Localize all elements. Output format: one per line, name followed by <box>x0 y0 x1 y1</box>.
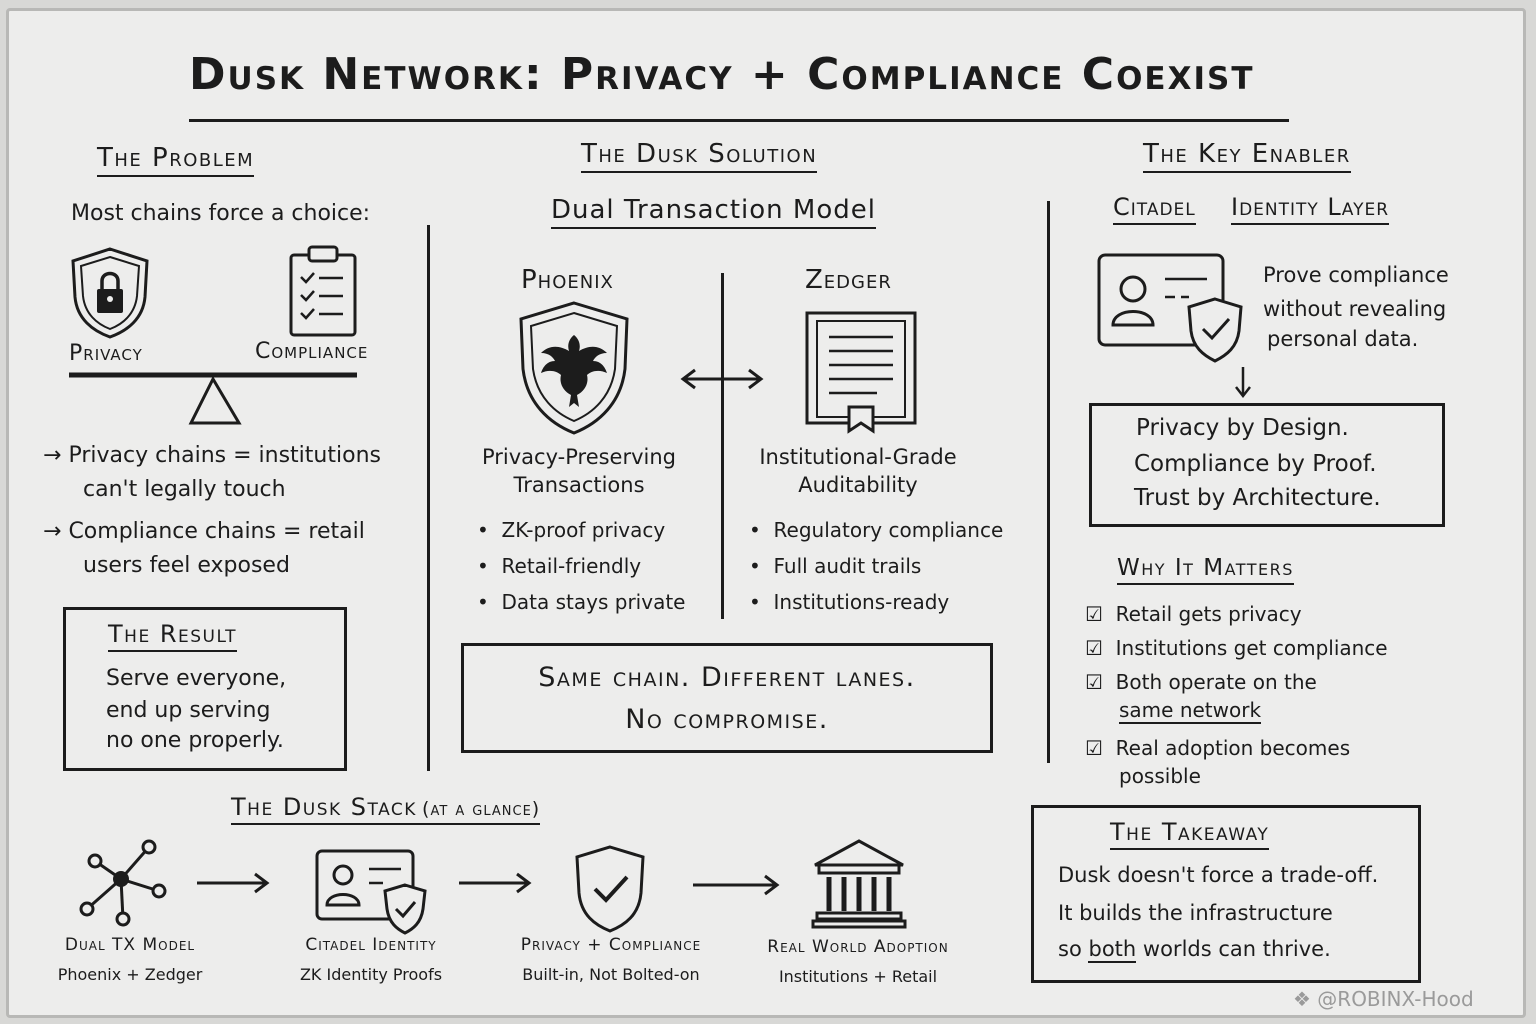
problem-bullet-1-cont: can't legally touch <box>83 477 286 502</box>
checkbox-checked-icon: ☑ <box>1085 670 1103 694</box>
checkbox-checked-icon: ☑ <box>1085 602 1103 626</box>
result-box: The Result Serve everyone, end up servin… <box>63 607 347 771</box>
stack-step-1-sub: Phoenix + Zedger <box>57 965 203 984</box>
banner-line-1: Same chain. Different lanes. <box>538 662 916 693</box>
citadel-subheading: Citadel <box>1113 193 1196 225</box>
clipboard-checklist-icon <box>289 245 357 337</box>
double-arrow-icon <box>680 368 764 390</box>
arrow-right-icon: → <box>43 443 69 468</box>
ledger-document-icon <box>805 311 917 434</box>
banner-line-2: No compromise. <box>625 704 829 735</box>
zedger-bullet-1: • Regulatory compliance <box>749 518 1004 542</box>
takeaway-box: The Takeaway Dusk doesn't force a trade-… <box>1031 805 1421 983</box>
checkbox-checked-icon: ☑ <box>1085 736 1103 760</box>
result-line-1: Serve everyone, <box>106 666 287 691</box>
balance-scale-icon <box>69 372 357 425</box>
prove-line-3: personal data. <box>1267 327 1419 351</box>
arrow-right-icon <box>459 872 532 894</box>
prove-line-1: Prove compliance <box>1263 263 1449 287</box>
privacy-label: Privacy <box>69 341 143 366</box>
motto-box: Privacy by Design. Compliance by Proof. … <box>1089 403 1445 527</box>
identity-layer-subheading: Identity Layer <box>1231 193 1390 225</box>
arrow-right-icon <box>197 872 270 894</box>
why-item-3: ☑ Both operate on the <box>1085 670 1317 694</box>
arrow-down-icon <box>1235 367 1251 399</box>
motto-line-3: Trust by Architecture. <box>1134 485 1381 511</box>
problem-intro: Most chains force a choice: <box>71 201 371 226</box>
motto-line-2: Compliance by Proof. <box>1134 451 1377 477</box>
id-card-shield-icon <box>1097 253 1243 363</box>
phoenix-bullet-1: • ZK-proof privacy <box>477 518 666 542</box>
bank-building-icon <box>811 839 907 929</box>
page-title: Dusk Network: Privacy + Compliance Coexi… <box>189 49 1289 122</box>
stack-heading: The Dusk Stack (at a glance) <box>231 793 541 825</box>
problem-bullet-2: → Compliance chains = retail <box>43 519 365 544</box>
shield-check-icon <box>575 845 645 933</box>
stack-step-3-sub: Built-in, Not Bolted-on <box>522 965 700 984</box>
result-line-2: end up serving <box>106 698 271 723</box>
phoenix-bullet-2: • Retail-friendly <box>477 554 642 578</box>
arrow-right-icon <box>693 874 780 896</box>
checkbox-checked-icon: ☑ <box>1085 636 1103 660</box>
stack-step-4-label: Real World Adoption <box>767 937 949 957</box>
why-item-2: ☑ Institutions get compliance <box>1085 636 1388 660</box>
phoenix-desc-2: Transactions <box>513 473 645 497</box>
zedger-desc-2: Auditability <box>798 473 918 497</box>
takeaway-line-1: Dusk doesn't force a trade-off. <box>1058 863 1379 887</box>
phoenix-name: Phoenix <box>521 265 614 295</box>
stack-step-2-sub: ZK Identity Proofs <box>299 965 443 984</box>
why-item-4: ☑ Real adoption becomes <box>1085 736 1351 760</box>
why-item-3-cont: same network <box>1119 698 1262 724</box>
takeaway-line-3: so both worlds can thrive. <box>1058 937 1331 963</box>
column-divider-right <box>1047 201 1050 763</box>
compliance-label: Compliance <box>255 339 369 364</box>
phoenix-desc-1: Privacy-Preserving <box>481 445 677 469</box>
whiteboard: Dusk Network: Privacy + Compliance Coexi… <box>6 8 1526 1018</box>
takeaway-line-2: It builds the infrastructure <box>1058 901 1333 925</box>
zedger-bullet-2: • Full audit trails <box>749 554 922 578</box>
result-line-3: no one properly. <box>106 728 284 753</box>
arrow-right-icon: → <box>43 519 69 544</box>
column-divider-left <box>427 225 430 771</box>
zedger-bullet-3: • Institutions-ready <box>749 590 950 614</box>
stack-step-2-label: Citadel Identity <box>305 935 437 955</box>
prove-line-2: without revealing <box>1263 297 1447 321</box>
zedger-name: Zedger <box>805 265 892 295</box>
problem-bullet-2-cont: users feel exposed <box>83 553 290 578</box>
why-item-1: ☑ Retail gets privacy <box>1085 602 1302 626</box>
result-heading: The Result <box>108 620 237 652</box>
solution-heading: The Dusk Solution <box>581 139 818 173</box>
stack-step-3-label: Privacy + Compliance <box>520 935 702 955</box>
problem-bullet-1: → Privacy chains = institutions <box>43 443 381 468</box>
diamond-logo-icon: ❖ <box>1293 987 1311 1011</box>
phoenix-shield-icon <box>519 301 629 435</box>
solution-banner: Same chain. Different lanes. No compromi… <box>461 643 993 753</box>
stack-step-1-label: Dual TX Model <box>64 935 196 955</box>
motto-line-1: Privacy by Design. <box>1136 415 1349 441</box>
lane-divider <box>721 273 724 619</box>
why-item-4-cont: possible <box>1119 764 1201 788</box>
network-nodes-icon <box>79 839 167 927</box>
solution-subheading: Dual Transaction Model <box>551 195 876 229</box>
zedger-desc-1: Institutional-Grade <box>759 445 957 469</box>
takeaway-heading: The Takeaway <box>1110 818 1270 850</box>
stack-step-4-sub: Institutions + Retail <box>778 967 938 986</box>
lock-shield-icon <box>71 247 149 339</box>
enabler-heading: The Key Enabler <box>1143 139 1351 173</box>
why-heading: Why It Matters <box>1117 555 1294 585</box>
watermark: ❖ @ROBINX-Hood <box>1293 987 1474 1011</box>
id-card-shield-icon <box>315 849 427 935</box>
phoenix-bullet-3: • Data stays private <box>477 590 686 614</box>
problem-heading: The Problem <box>97 143 255 177</box>
